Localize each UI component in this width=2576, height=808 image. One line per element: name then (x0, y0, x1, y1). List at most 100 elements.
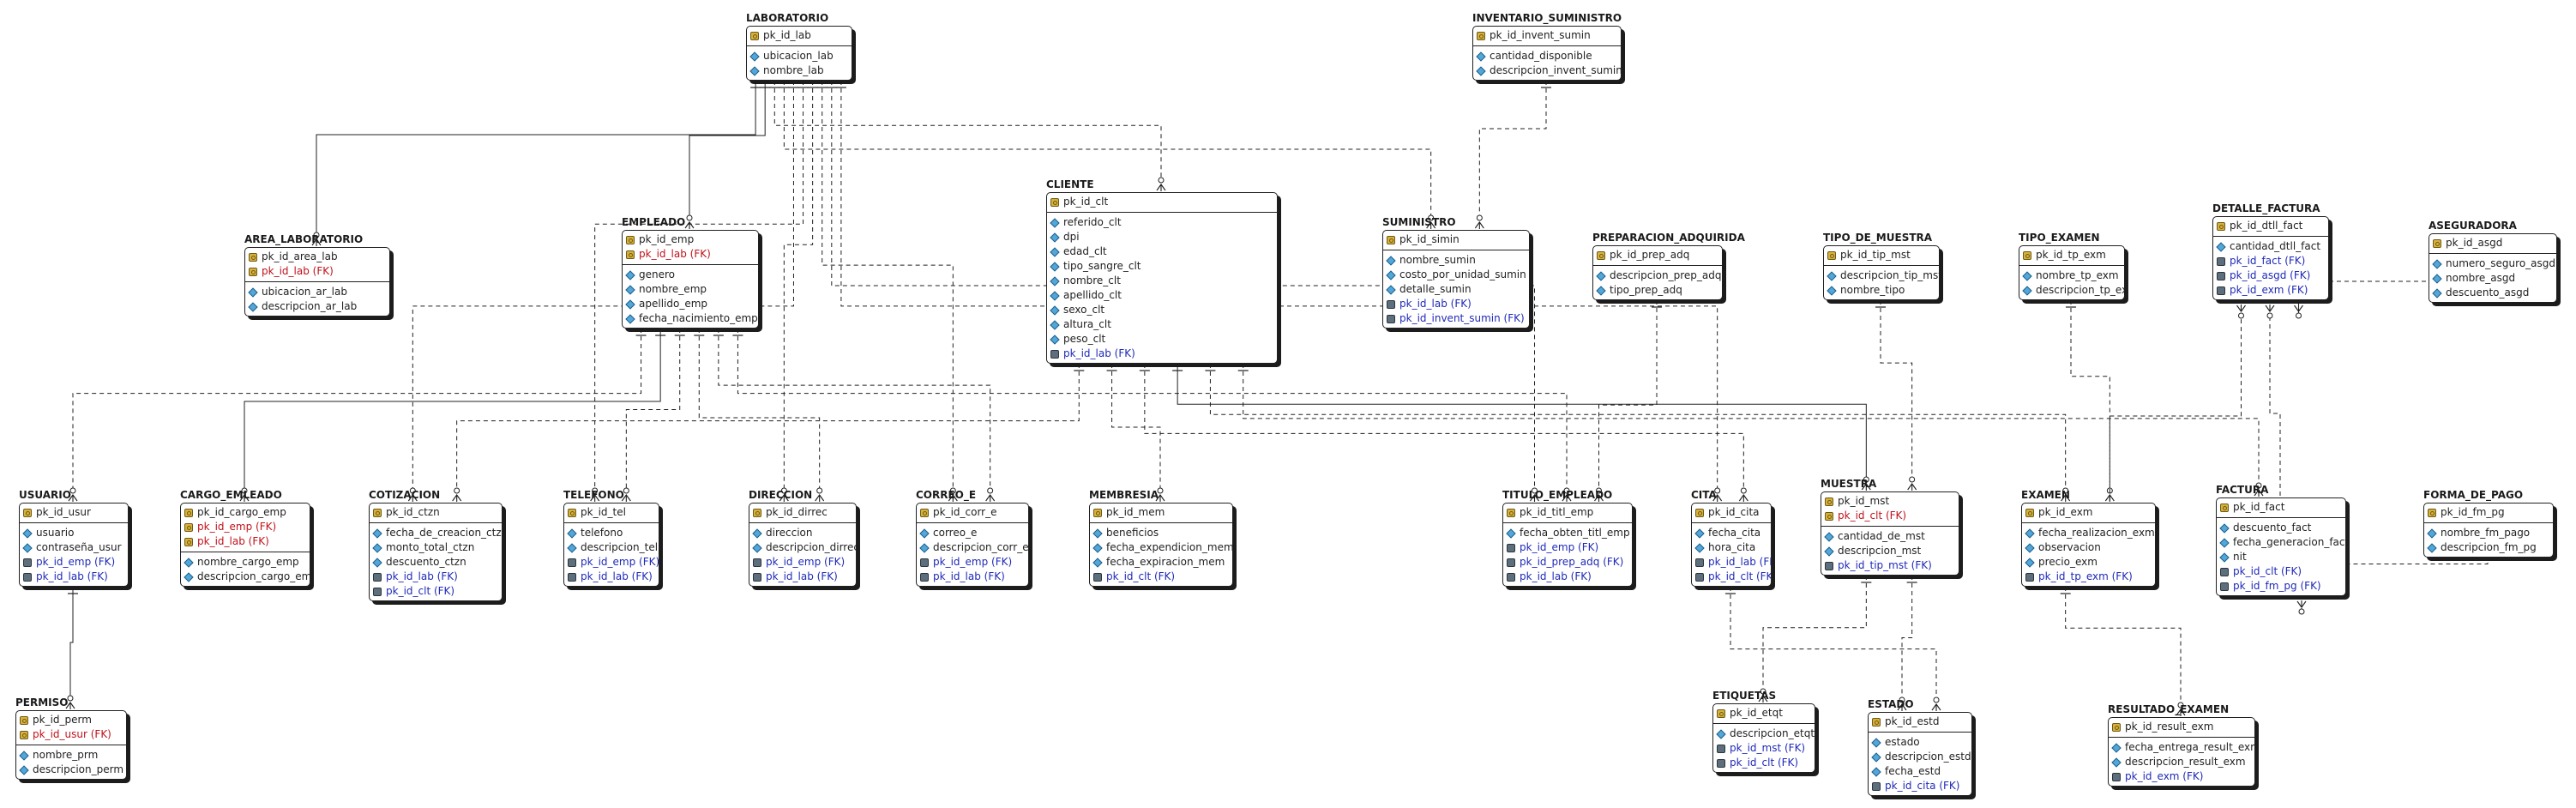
foreign-key-row[interactable]: pk_id_fact (FK) (2217, 254, 2325, 268)
foreign-key-row[interactable]: pk_id_lab (FK) (626, 247, 755, 262)
attribute-row[interactable]: descuento_asgd (2432, 286, 2553, 300)
primary-key-row[interactable]: pk_id_area_lab (249, 250, 386, 264)
foreign-key-row[interactable]: pk_id_lab (FK) (23, 570, 124, 584)
foreign-key-row[interactable]: pk_id_lab (FK) (184, 534, 306, 549)
primary-key-row[interactable]: pk_id_prep_adq (1597, 248, 1718, 262)
attribute-row[interactable]: ubicacion_lab (749, 49, 848, 63)
attribute-row[interactable]: descripcion_corr_e (919, 540, 1028, 555)
primary-key-row[interactable]: pk_id_lab (750, 28, 848, 43)
attribute-row[interactable]: tipo_prep_adq (1596, 283, 1718, 298)
attribute-row[interactable]: genero (625, 268, 755, 282)
foreign-key-row[interactable]: pk_id_lab (FK) (920, 570, 1025, 584)
foreign-key-row[interactable]: pk_id_clt (FK) (1717, 756, 1811, 770)
foreign-key-row[interactable]: pk_id_exm (FK) (2112, 769, 2251, 784)
attribute-row[interactable]: tipo_sangre_clt (1050, 259, 1273, 274)
foreign-key-row[interactable]: pk_id_asgd (FK) (2217, 268, 2325, 283)
attribute-row[interactable]: fecha_cita (1694, 526, 1767, 540)
foreign-key-row[interactable]: pk_id_lab (FK) (1050, 347, 1273, 361)
attribute-row[interactable]: fecha_entrega_result_exm (2111, 740, 2254, 755)
attribute-row[interactable]: descuento_fact (2219, 521, 2342, 535)
attribute-row[interactable]: fecha_estd (1871, 764, 1968, 779)
foreign-key-row[interactable]: pk_id_clt (FK) (2220, 564, 2342, 579)
attribute-row[interactable]: direccion (752, 526, 852, 540)
primary-key-row[interactable]: pk_id_tel (568, 505, 655, 520)
foreign-key-row[interactable]: pk_id_lab (FK) (568, 570, 655, 584)
attribute-row[interactable]: fecha_realizacion_exm (2025, 526, 2155, 540)
foreign-key-row[interactable]: pk_id_lab (FK) (249, 264, 386, 279)
attribute-row[interactable]: detalle_sumin (1386, 282, 1526, 297)
attribute-row[interactable]: nombre_clt (1050, 274, 1273, 288)
foreign-key-row[interactable]: pk_id_lab (FK) (373, 570, 498, 584)
attribute-row[interactable]: descuento_ctzn (372, 555, 498, 570)
attribute-row[interactable]: descripcion_result_exm (2111, 755, 2251, 769)
attribute-row[interactable]: descripcion_mst (1824, 544, 1955, 558)
foreign-key-row[interactable]: pk_id_lab (FK) (1387, 297, 1526, 311)
attribute-row[interactable]: contraseña_usur (22, 540, 124, 555)
attribute-row[interactable]: nit (2219, 550, 2342, 564)
attribute-row[interactable]: descripcion_cargo_emp (184, 570, 310, 584)
primary-key-row[interactable]: pk_id_mst (1825, 494, 1955, 509)
attribute-row[interactable]: nombre_cargo_emp (184, 555, 306, 570)
foreign-key-row[interactable]: pk_id_clt (FK) (1695, 570, 1771, 584)
attribute-row[interactable]: nombre_prm (19, 748, 123, 763)
primary-key-row[interactable]: pk_id_fact (2220, 500, 2342, 515)
attribute-row[interactable]: fecha_expendicion_mem (1092, 540, 1232, 555)
foreign-key-row[interactable]: pk_id_lab (FK) (1695, 555, 1771, 570)
primary-key-row[interactable]: pk_id_invent_sumin (1477, 28, 1617, 43)
primary-key-row[interactable]: pk_id_clt (1050, 195, 1273, 209)
attribute-row[interactable]: descripcion_tp_exm (2022, 283, 2124, 298)
attribute-row[interactable]: nombre_tipo (1827, 283, 1935, 298)
primary-key-row[interactable]: pk_id_exm (2025, 505, 2152, 520)
primary-key-row[interactable]: pk_id_simin (1387, 232, 1526, 247)
attribute-row[interactable]: precio_exm (2025, 555, 2152, 570)
primary-key-row[interactable]: pk_id_perm (20, 713, 123, 727)
attribute-row[interactable]: telefono (567, 526, 655, 540)
attribute-row[interactable]: monto_total_ctzn (372, 540, 498, 555)
attribute-row[interactable]: nombre_fm_pago (2427, 526, 2549, 540)
attribute-row[interactable]: descripcion_estd (1871, 750, 1971, 764)
attribute-row[interactable]: altura_clt (1050, 317, 1273, 332)
foreign-key-row[interactable]: pk_id_fm_pg (FK) (2220, 579, 2342, 594)
foreign-key-row[interactable]: pk_id_mst (FK) (1717, 741, 1811, 756)
primary-key-row[interactable]: pk_id_result_exm (2112, 720, 2251, 734)
attribute-row[interactable]: nombre_tp_exm (2022, 268, 2121, 283)
attribute-row[interactable]: descripcion_dirrec (752, 540, 856, 555)
attribute-row[interactable]: peso_clt (1050, 332, 1273, 347)
attribute-row[interactable]: hora_cita (1694, 540, 1767, 555)
foreign-key-row[interactable]: pk_id_clt (FK) (1093, 570, 1229, 584)
attribute-row[interactable]: dpi (1050, 230, 1273, 244)
foreign-key-row[interactable]: pk_id_usur (FK) (20, 727, 123, 742)
attribute-row[interactable]: descripcion_fm_pg (2427, 540, 2549, 555)
attribute-row[interactable]: fecha_generacion_fact (2219, 535, 2345, 550)
attribute-row[interactable]: estado (1871, 735, 1968, 750)
primary-key-row[interactable]: pk_id_estd (1872, 715, 1968, 729)
attribute-row[interactable]: costo_por_unidad_sumin (1386, 268, 1526, 282)
attribute-row[interactable]: apellido_emp (625, 297, 755, 311)
foreign-key-row[interactable]: pk_id_emp (FK) (184, 520, 306, 534)
primary-key-row[interactable]: pk_id_tp_exm (2023, 248, 2121, 262)
primary-key-row[interactable]: pk_id_cargo_emp (184, 505, 306, 520)
primary-key-row[interactable]: pk_id_fm_pg (2428, 505, 2549, 520)
attribute-row[interactable]: descripcion_invent_sumin (1476, 63, 1621, 78)
primary-key-row[interactable]: pk_id_titl_emp (1507, 505, 1628, 520)
foreign-key-row[interactable]: pk_id_exm (FK) (2217, 283, 2325, 298)
attribute-row[interactable]: ubicacion_ar_lab (248, 285, 386, 299)
